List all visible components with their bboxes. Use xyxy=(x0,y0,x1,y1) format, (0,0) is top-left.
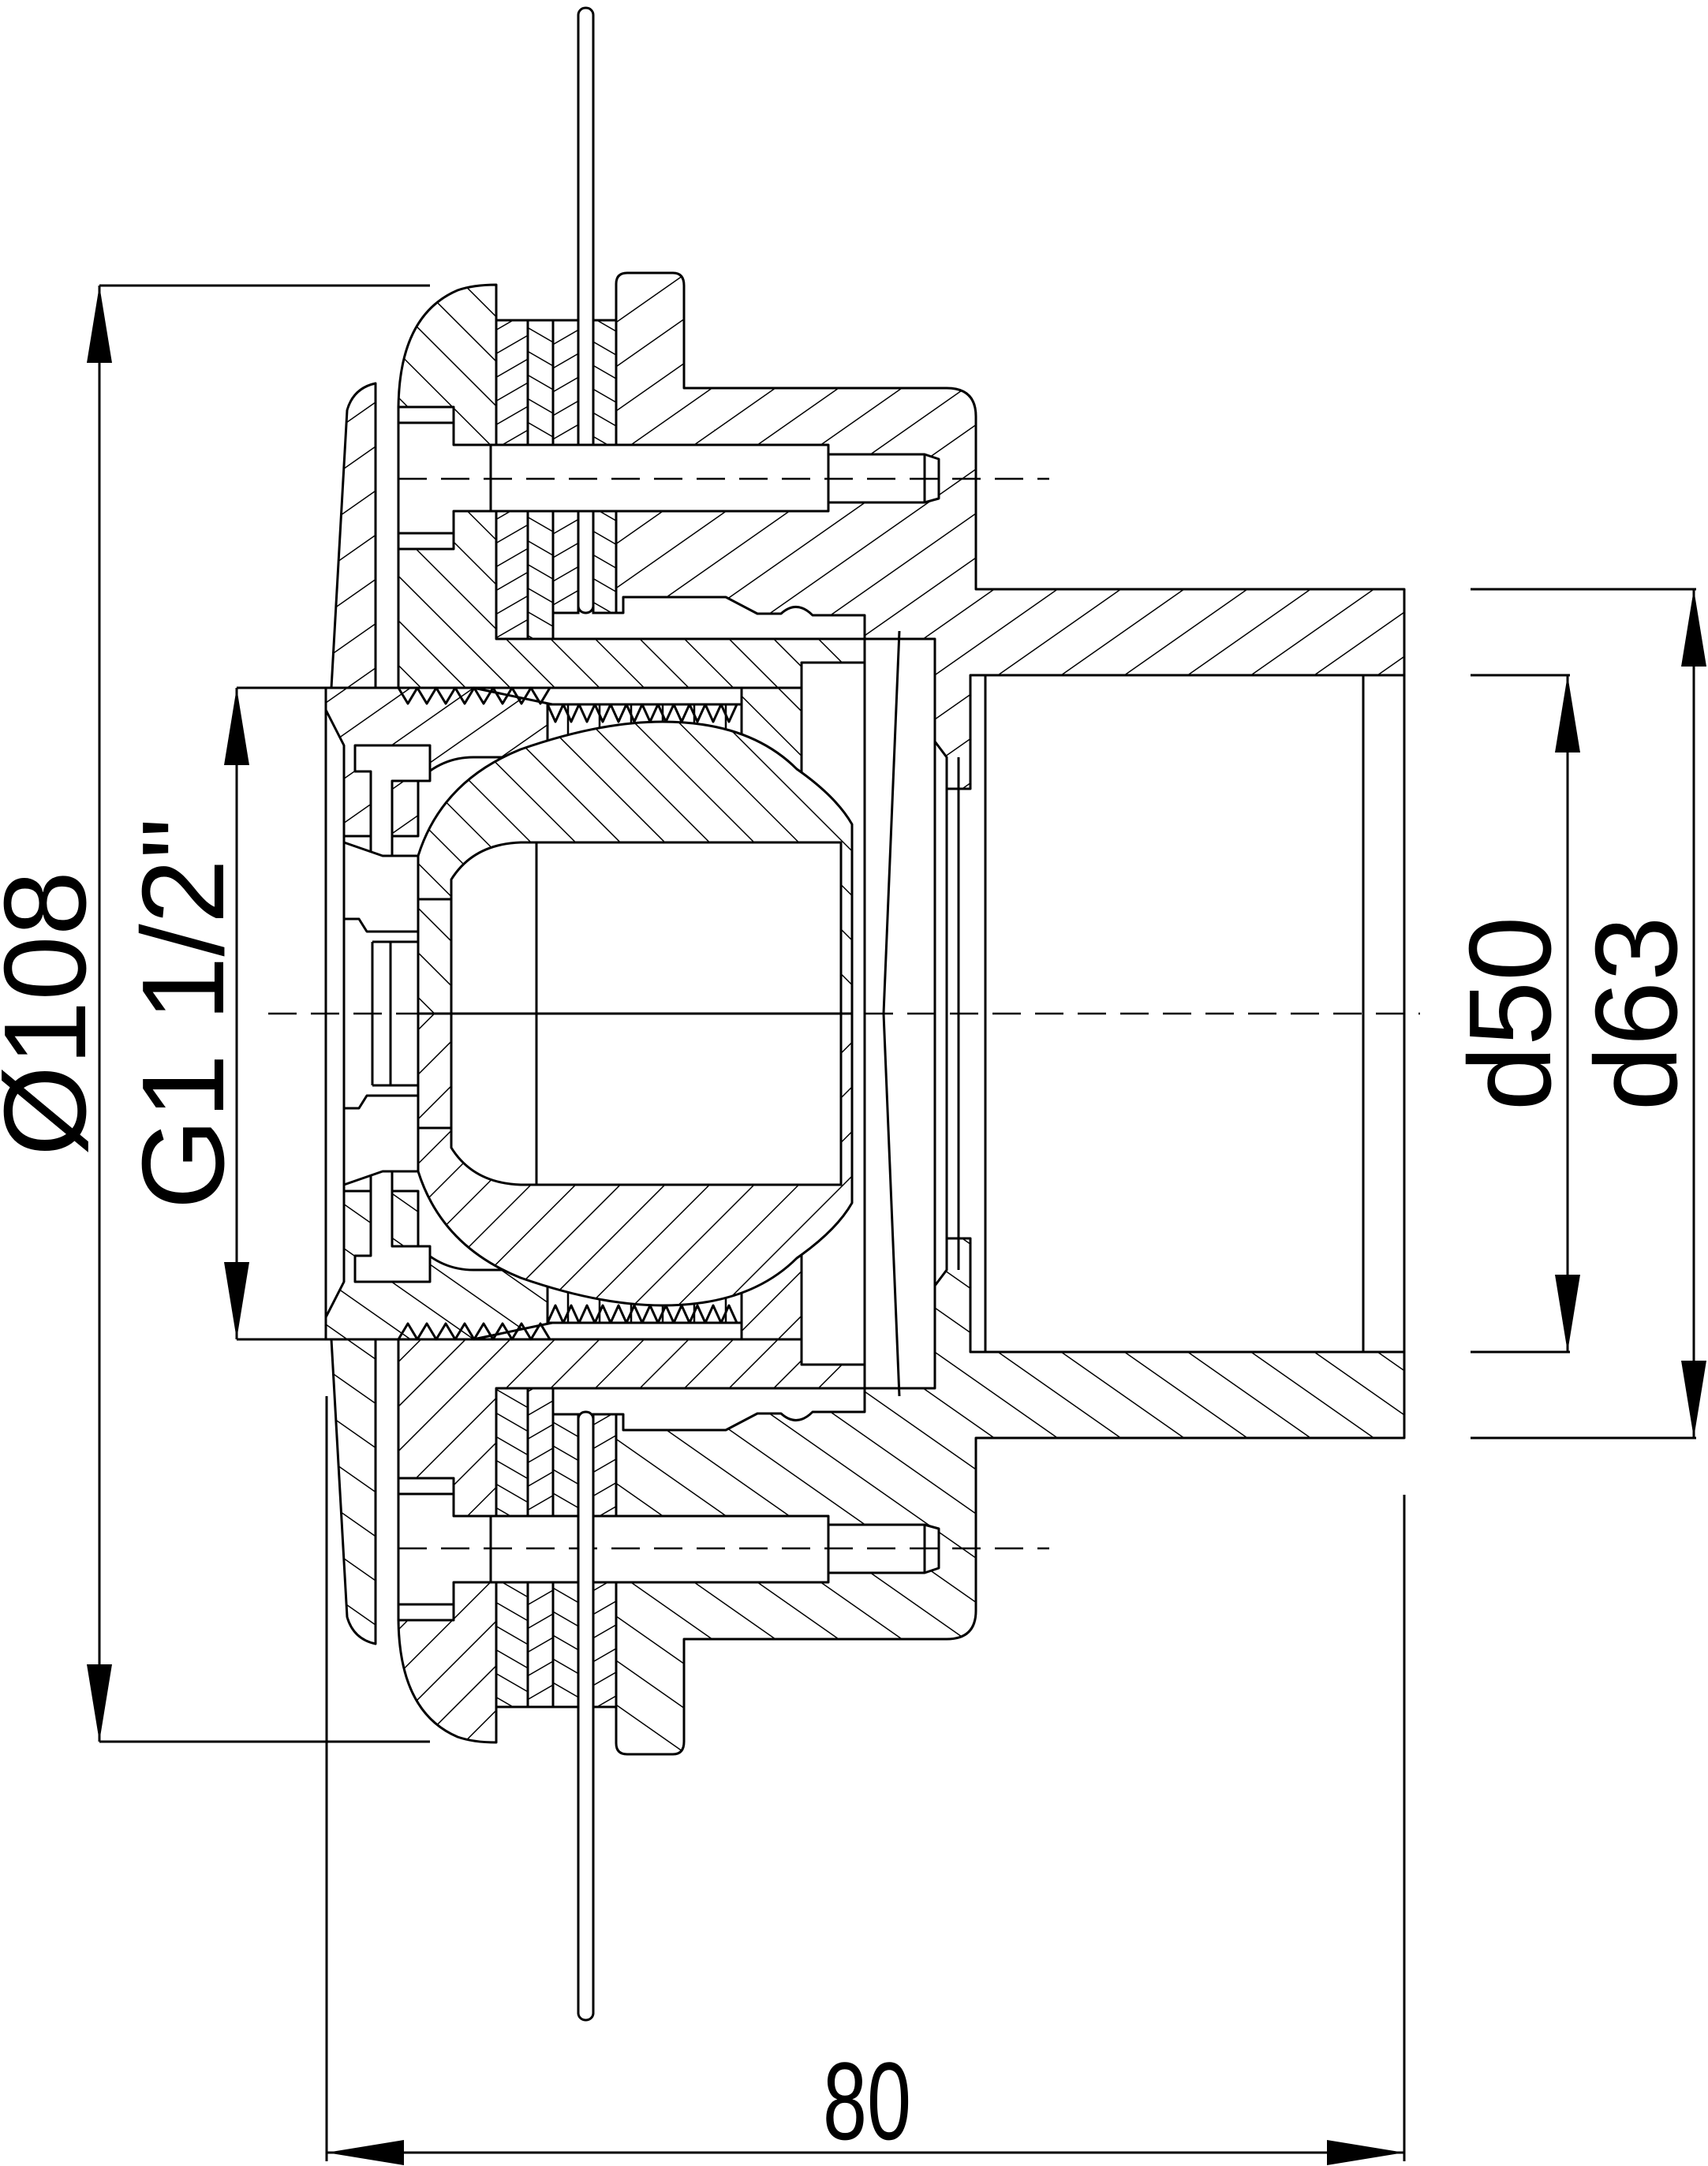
dimension-thread xyxy=(224,686,331,1341)
drain-body-lower xyxy=(324,1012,1406,2021)
label-thread: G1 1/2" xyxy=(118,818,249,1210)
dimension-socket-outer xyxy=(1471,588,1706,1440)
label-outer-diameter: Ø108 xyxy=(0,871,110,1156)
label-socket-inner: d50 xyxy=(1445,917,1575,1111)
dimension-outer-diameter xyxy=(87,284,430,1743)
dimension-overall-length xyxy=(325,1396,1406,2165)
drain-body-upper xyxy=(324,6,1406,1015)
label-socket-outer: d63 xyxy=(1572,917,1702,1111)
membrane-strip-bottom xyxy=(577,1410,595,2022)
dimension-socket-inner xyxy=(1471,674,1580,1354)
label-overall-length: 80 xyxy=(823,2040,911,2163)
